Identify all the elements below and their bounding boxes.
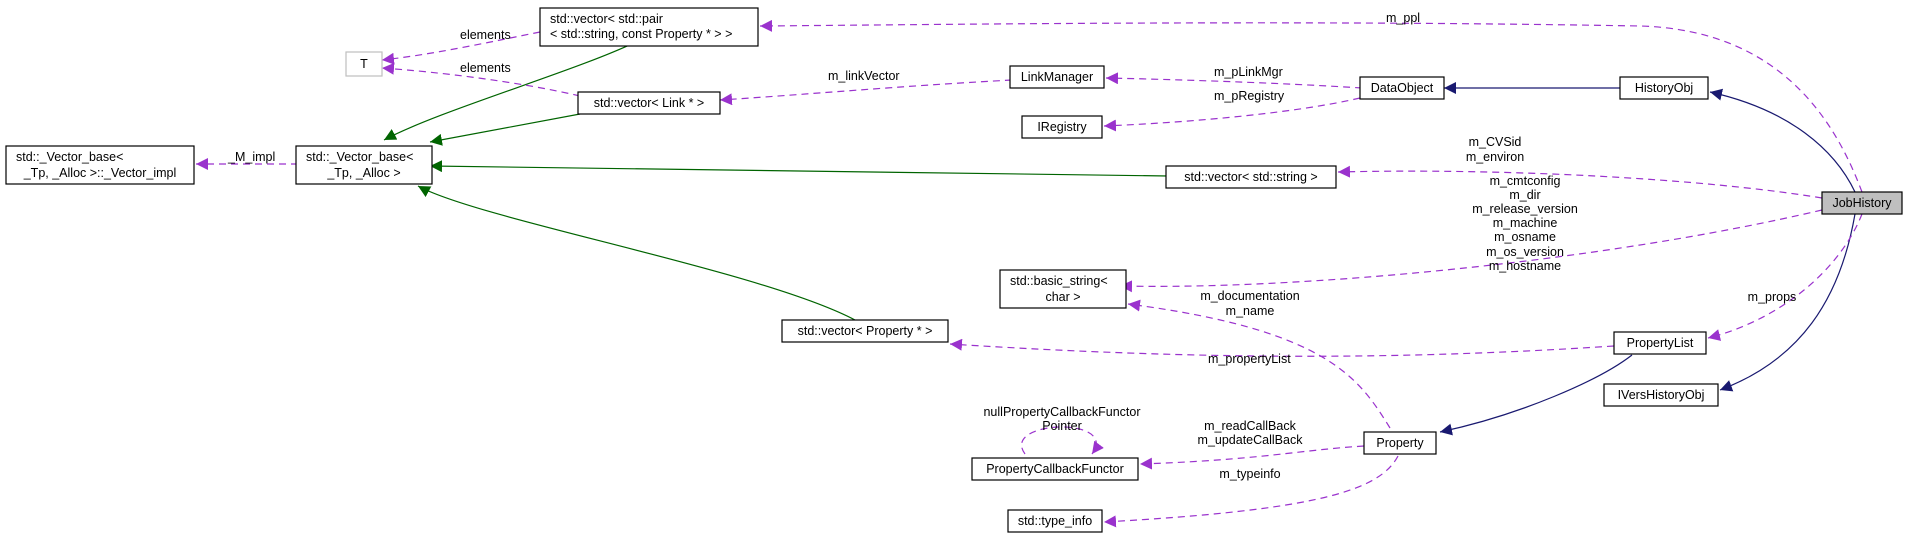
edge-m-props (1707, 213, 1863, 341)
node-iregistry[interactable]: IRegistry (1021, 115, 1103, 139)
node-dataobject-label: DataObject (1371, 81, 1434, 95)
node-iregistry-label: IRegistry (1037, 120, 1087, 134)
node-basic-string-label-2: char > (1045, 290, 1080, 304)
node-historyobj[interactable]: HistoryObj (1619, 76, 1709, 100)
label-m-name: m_name (1226, 304, 1275, 318)
label-m-typeinfo: m_typeinfo (1219, 467, 1280, 481)
label-m-ppl: m_ppl (1386, 11, 1420, 25)
node-vector-link-label: std::vector< Link * > (594, 96, 704, 110)
node-property-callback-functor[interactable]: PropertyCallbackFunctor (971, 457, 1139, 481)
node-vector-base-impl-label-2: _Tp, _Alloc >::_Vector_impl (23, 166, 177, 180)
node-vector-base-impl-label-1: std::_Vector_base< (16, 150, 123, 164)
label-m-linkvector: m_linkVector (828, 69, 900, 83)
node-type-info[interactable]: std::type_info (1007, 509, 1103, 533)
node-vector-string-label: std::vector< std::string > (1184, 170, 1317, 184)
label-elements-2: elements (460, 61, 511, 75)
label-m-plinkmgr: m_pLinkMgr (1214, 65, 1283, 79)
label-m-readcallback: m_readCallBack (1204, 419, 1296, 433)
edge-m-ppl (759, 19, 1863, 193)
node-vector-link[interactable]: std::vector< Link * > (577, 91, 721, 115)
label-m-props: m_props (1748, 290, 1797, 304)
edge-string-members (1119, 209, 1823, 293)
edge-callback-members (1139, 445, 1365, 470)
node-vector-base[interactable]: std::_Vector_base< _Tp, _Alloc > (295, 145, 433, 185)
node-vector-string[interactable]: std::vector< std::string > (1165, 165, 1337, 189)
node-basic-string-label-1: std::basic_string< (1010, 274, 1108, 288)
node-iversionhistoryobj-label: IVersHistoryObj (1618, 388, 1705, 402)
edge-callback-self (1021, 426, 1104, 455)
label-m-pregistry: m_pRegistry (1214, 89, 1285, 103)
label-m-environ: m_environ (1466, 150, 1524, 164)
edge-jobhistory-to-iversionhistoryobj (1719, 213, 1856, 392)
label-m-documentation: m_documentation (1200, 289, 1299, 303)
label-m-propertylist: m_propertyList (1208, 352, 1291, 366)
edge-m-pregistry (1103, 97, 1361, 132)
node-t[interactable]: T (345, 51, 383, 77)
label-m-hostname: m_hostname (1489, 259, 1561, 273)
edge-property-to-propertylist (1439, 354, 1633, 436)
edge-vectorlink-to-vectorbase (429, 113, 581, 146)
node-dataobject[interactable]: DataObject (1359, 76, 1445, 100)
node-property-callback-functor-label: PropertyCallbackFunctor (986, 462, 1124, 476)
label-m-impl: _M_impl (227, 150, 275, 164)
node-vector-pair-label-2: < std::string, const Property * > > (550, 27, 732, 41)
label-m-cmtconfig: m_cmtconfig (1490, 174, 1561, 188)
node-iversionhistoryobj[interactable]: IVersHistoryObj (1603, 383, 1719, 407)
label-null-callback-functor: nullPropertyCallbackFunctor (983, 405, 1140, 419)
node-linkmanager[interactable]: LinkManager (1009, 65, 1105, 89)
edge-m-typeinfo (1103, 455, 1399, 528)
edge-vectorstring-to-vectorbase (429, 160, 1169, 177)
edge-m-linkvector (719, 79, 1013, 106)
node-property[interactable]: Property (1363, 431, 1437, 455)
edge-vectorpair-to-vectorbase (383, 39, 641, 141)
node-vector-base-label-1: std::_Vector_base< (306, 150, 413, 164)
node-type-info-label: std::type_info (1018, 514, 1092, 528)
node-property-label: Property (1376, 436, 1424, 450)
node-t-label: T (360, 57, 368, 71)
label-m-dir: m_dir (1509, 188, 1540, 202)
node-vector-pair[interactable]: std::vector< std::pair < std::string, co… (539, 7, 759, 47)
edge-m-plinkmgr (1105, 72, 1363, 89)
edge-property-string-members (1127, 299, 1391, 429)
edge-jobhistory-to-historyobj (1709, 88, 1856, 193)
node-vector-base-impl[interactable]: std::_Vector_base< _Tp, _Alloc >::_Vecto… (5, 145, 195, 185)
node-jobhistory[interactable]: JobHistory (1821, 191, 1903, 215)
edge-m-cvsid-environ (1337, 165, 1823, 199)
node-vector-base-label-2: _Tp, _Alloc > (326, 166, 400, 180)
node-vector-property-label: std::vector< Property * > (798, 324, 933, 338)
node-vector-pair-label-1: std::vector< std::pair (550, 12, 663, 26)
node-jobhistory-label: JobHistory (1832, 196, 1892, 210)
node-vector-property[interactable]: std::vector< Property * > (781, 319, 949, 343)
edge-m-propertylist (949, 338, 1615, 357)
label-m-machine: m_machine (1493, 216, 1558, 230)
label-m-osname: m_osname (1494, 230, 1556, 244)
node-propertylist[interactable]: PropertyList (1613, 331, 1707, 355)
node-historyobj-label: HistoryObj (1635, 81, 1693, 95)
edge-elements-vectorlink (381, 62, 581, 97)
node-linkmanager-label: LinkManager (1021, 70, 1093, 84)
edge-vectorproperty-to-vectorbase (417, 185, 856, 321)
label-m-updatecallback: m_updateCallBack (1198, 433, 1304, 447)
label-m-release-version: m_release_version (1472, 202, 1578, 216)
edge-elements-vectorpair (381, 31, 541, 65)
node-basic-string[interactable]: std::basic_string< char > (999, 269, 1127, 309)
label-m-os-version: m_os_version (1486, 245, 1564, 259)
label-m-cvsid: m_CVSid (1469, 135, 1522, 149)
label-elements-1: elements (460, 28, 511, 42)
node-propertylist-label: PropertyList (1627, 336, 1694, 350)
label-null-callback-pointer: Pointer (1042, 419, 1082, 433)
